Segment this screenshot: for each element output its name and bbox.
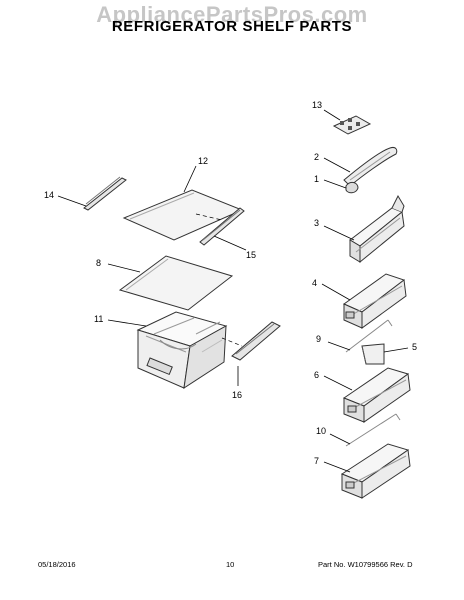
callout-4: 4	[312, 278, 317, 288]
part-10-bin-rod	[346, 414, 400, 446]
leader-12	[183, 165, 197, 193]
leader-2	[323, 157, 351, 173]
callout-10: 10	[316, 426, 326, 436]
part-7-door-bin	[342, 444, 410, 498]
callout-16: 16	[232, 390, 242, 400]
footer-part-number: Part No. W10799566 Rev. D	[318, 560, 413, 569]
leader-7	[323, 461, 351, 473]
leader-5	[383, 347, 409, 353]
guide-line-11-16	[221, 337, 243, 347]
callout-13: 13	[312, 100, 322, 110]
callout-1: 1	[314, 174, 319, 184]
leader-3	[323, 225, 355, 241]
leader-9	[327, 341, 351, 351]
leader-14	[57, 195, 87, 207]
guide-line-12-15	[195, 213, 223, 221]
part-13-bin-divider-clip	[334, 116, 370, 134]
page-title: REFRIGERATOR SHELF PARTS	[111, 18, 353, 35]
leader-8	[107, 263, 141, 273]
leader-4	[321, 283, 351, 301]
callout-8: 8	[96, 258, 101, 268]
callout-9: 9	[316, 334, 321, 344]
part-4-door-bin	[344, 274, 406, 328]
leader-1	[323, 179, 347, 189]
callout-11: 11	[94, 314, 103, 324]
part-1-trim-end-cap	[346, 182, 358, 192]
part-8-glass-shelf	[120, 256, 232, 310]
callout-15: 15	[246, 250, 256, 260]
footer-page-number: 10	[226, 560, 235, 569]
leader-13	[323, 109, 341, 121]
part-14-shelf-trim-left	[84, 177, 126, 210]
callout-5: 5	[412, 342, 417, 352]
callout-12: 12	[198, 156, 208, 166]
footer-date: 05/18/2016	[38, 560, 76, 569]
part-3-door-bin	[350, 196, 404, 262]
callout-6: 6	[314, 370, 319, 380]
callout-7: 7	[314, 456, 319, 466]
watermark: AppliancePartsPros.com	[96, 2, 368, 27]
part-12-glass-shelf	[124, 190, 242, 240]
leader-11	[107, 319, 147, 327]
part-2-shelf-trim	[344, 147, 397, 186]
leader-6	[323, 375, 353, 391]
callout-14: 14	[44, 190, 54, 200]
callout-2: 2	[314, 152, 319, 162]
callout-3: 3	[314, 218, 319, 228]
part-6-door-bin	[344, 368, 410, 422]
part-16-drawer-rail	[232, 322, 280, 360]
leader-15	[213, 235, 247, 251]
part-9-bin-rod	[346, 320, 392, 352]
part-5-bin-divider	[362, 344, 384, 364]
part-15-shelf-trim-right	[200, 208, 244, 245]
leader-10	[329, 433, 351, 445]
part-11-crisper-drawer	[138, 312, 226, 388]
